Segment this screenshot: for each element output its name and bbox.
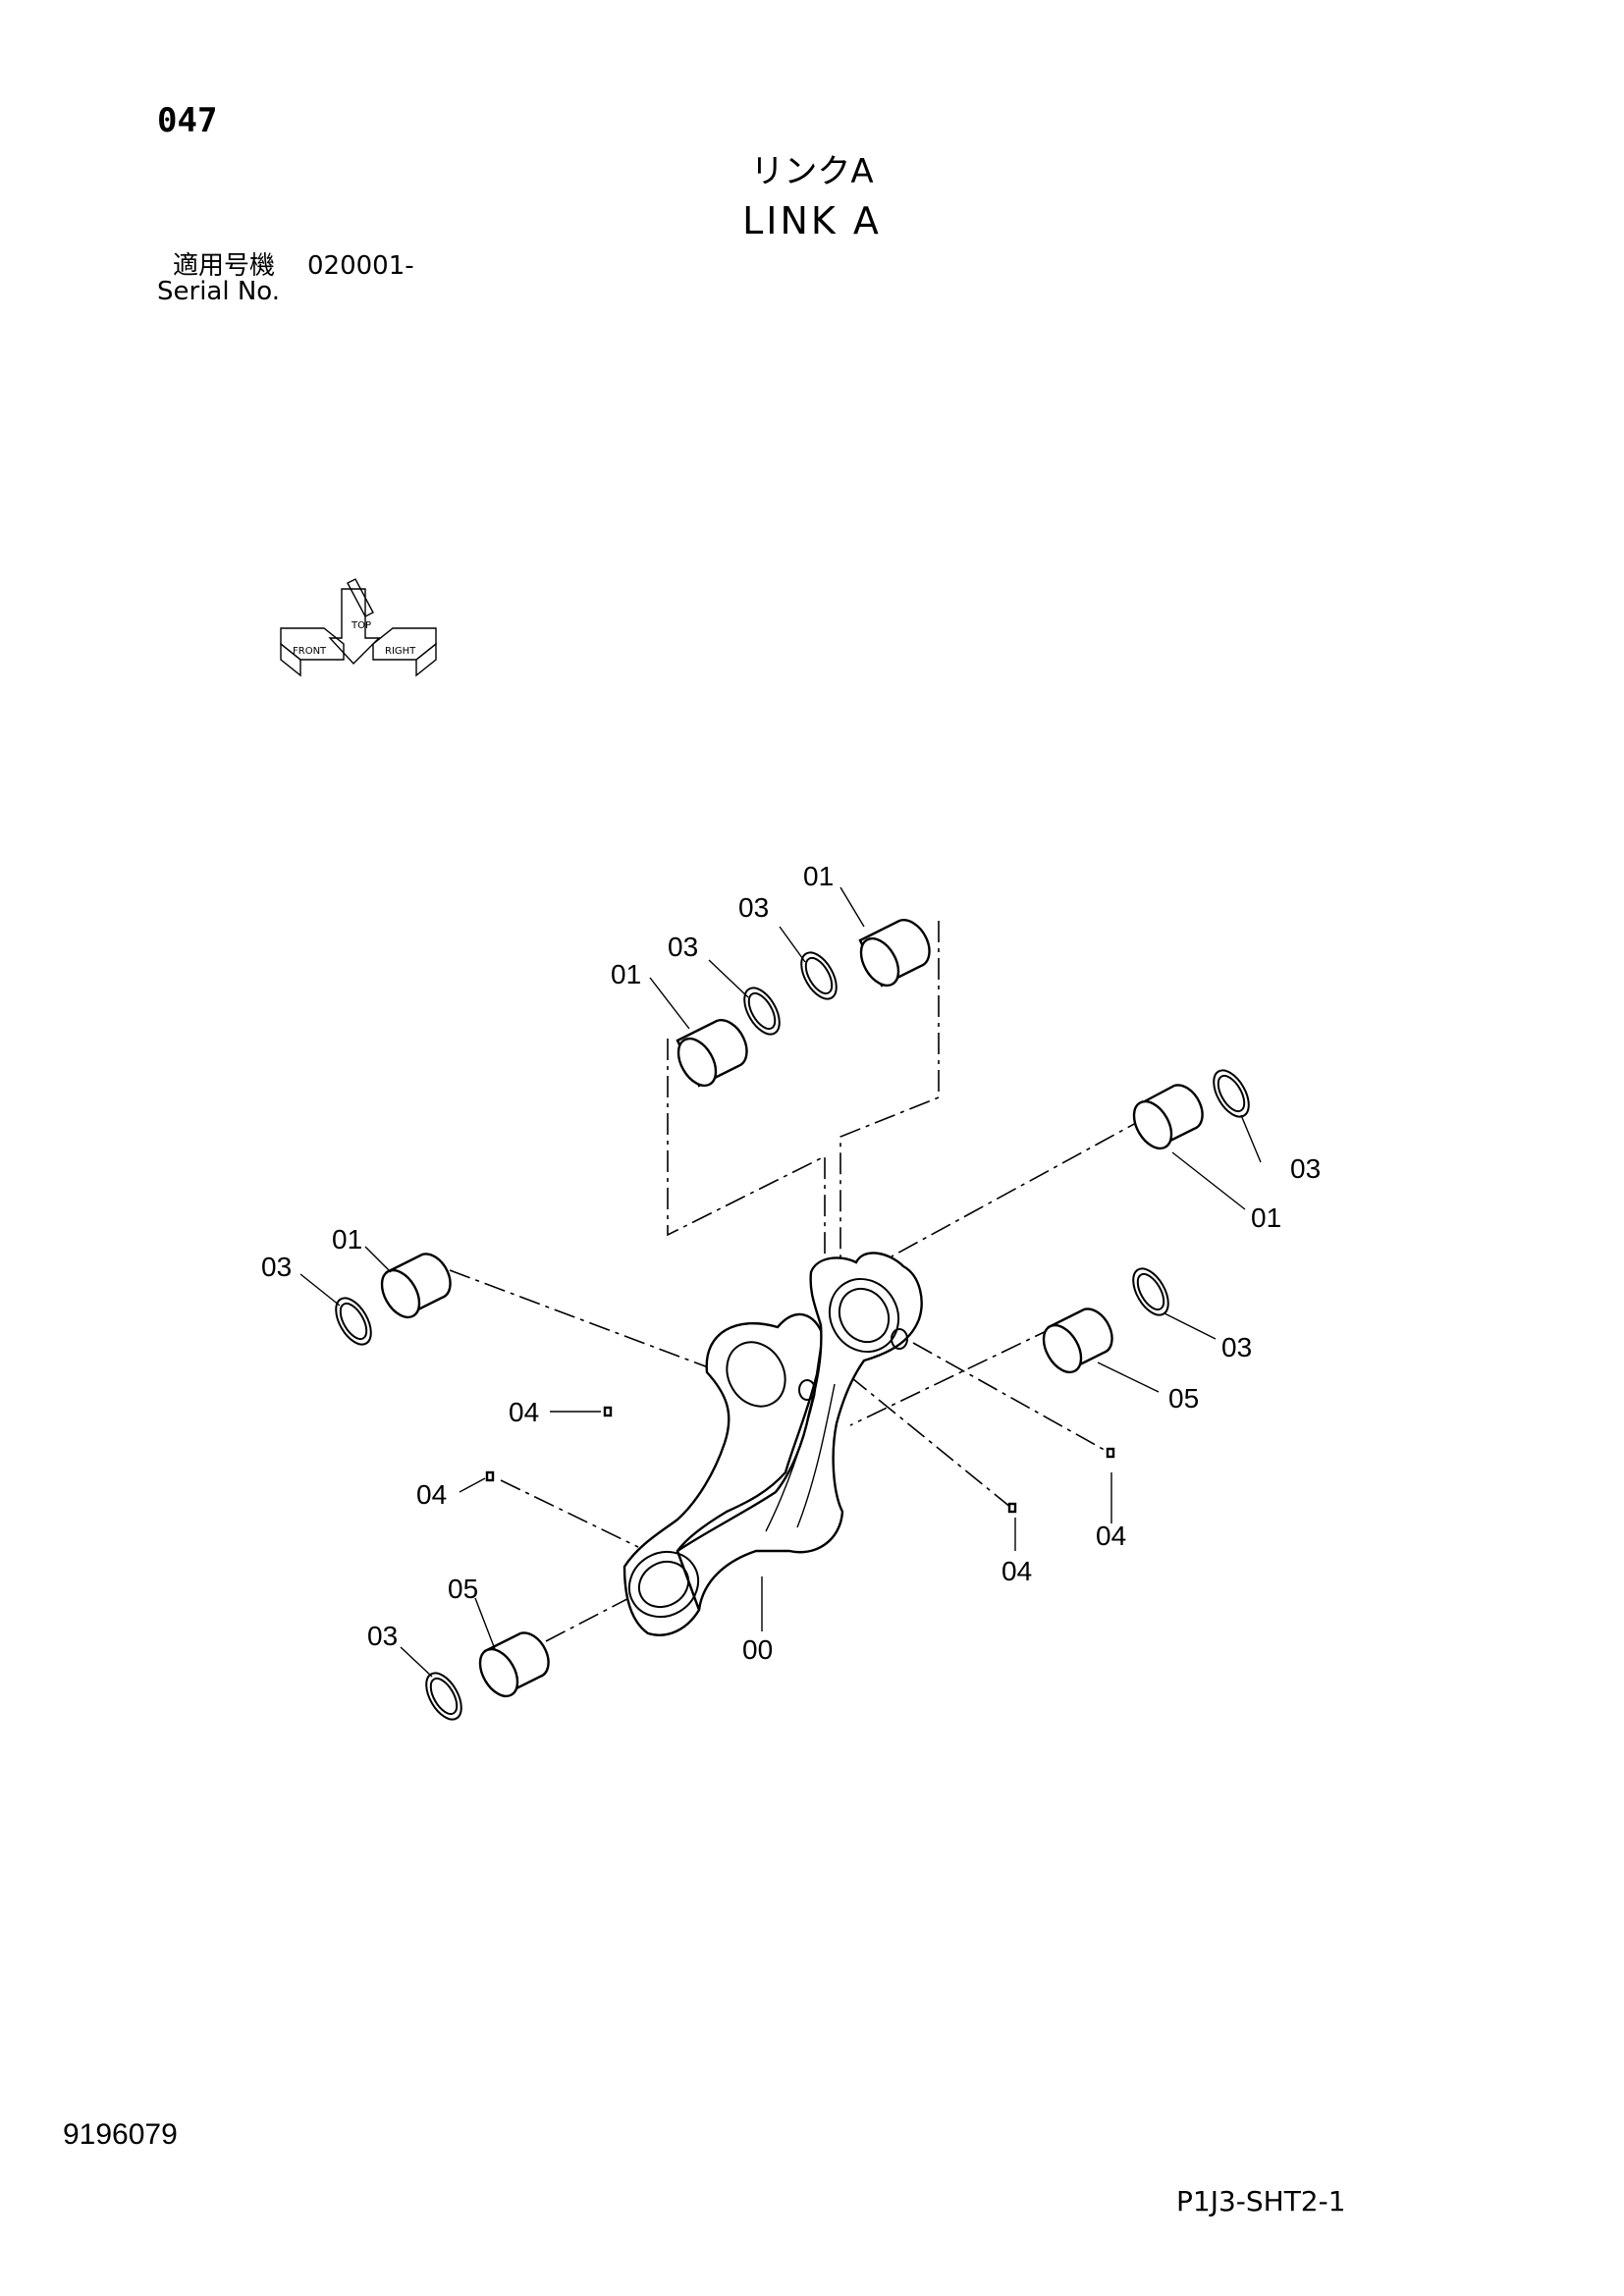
bushing-01-top-right: [858, 919, 931, 988]
page-title-japanese: リンクA: [750, 152, 874, 191]
drawing-number: 9196079: [63, 2118, 178, 2151]
callout-03: 03: [367, 1621, 398, 1651]
bushing-05-bottom: [478, 1631, 550, 1698]
orientation-arrows-icon: FRONT TOP RIGHT: [280, 578, 437, 677]
callout-03: 03: [261, 1252, 292, 1282]
orientation-label-front: FRONT: [293, 646, 327, 657]
link-body: [623, 1252, 923, 1636]
callout-04: 04: [416, 1479, 447, 1510]
bushing-01-right: [1132, 1084, 1204, 1150]
seal-ring-03-set: [335, 951, 1250, 1721]
callout-01: 01: [803, 861, 834, 891]
serial-label: Serial No.: [157, 277, 280, 306]
page-number: 047: [157, 101, 218, 140]
bushing-05-right: [1042, 1308, 1113, 1374]
callout-00: 00: [742, 1634, 773, 1665]
callout-05: 05: [448, 1574, 478, 1604]
callout-04: 04: [509, 1397, 539, 1427]
grease-fitting-04-set: [485, 1406, 1115, 1514]
callout-03: 03: [1221, 1332, 1252, 1362]
callout-04: 04: [1096, 1521, 1126, 1551]
callout-05: 05: [1168, 1383, 1199, 1414]
callout-01: 01: [611, 959, 641, 989]
orientation-label-right: RIGHT: [385, 646, 416, 657]
bushing-01-left: [380, 1253, 452, 1319]
bushing-01-top-left: [676, 1019, 748, 1088]
leader-lines: [299, 886, 1262, 1678]
orientation-label-top: TOP: [351, 620, 371, 631]
callout-03: 03: [668, 932, 698, 962]
serial-label-japanese: 適用号機: [173, 251, 276, 281]
callout-03: 03: [1290, 1153, 1321, 1184]
callout-01: 01: [1251, 1202, 1281, 1233]
callout-01: 01: [332, 1224, 362, 1255]
callout-03: 03: [738, 892, 769, 923]
page-title: LINK A: [742, 199, 882, 242]
assembly-centerlines: [449, 921, 1148, 1642]
callout-04: 04: [1001, 1556, 1032, 1586]
callout-labels: 01 03 03 01 03 01 01 03 03 05 04 04 04 0…: [261, 861, 1321, 1665]
serial-number: 020001-: [307, 251, 414, 281]
sheet-code: P1J3-SHT2-1: [1176, 2185, 1346, 2217]
